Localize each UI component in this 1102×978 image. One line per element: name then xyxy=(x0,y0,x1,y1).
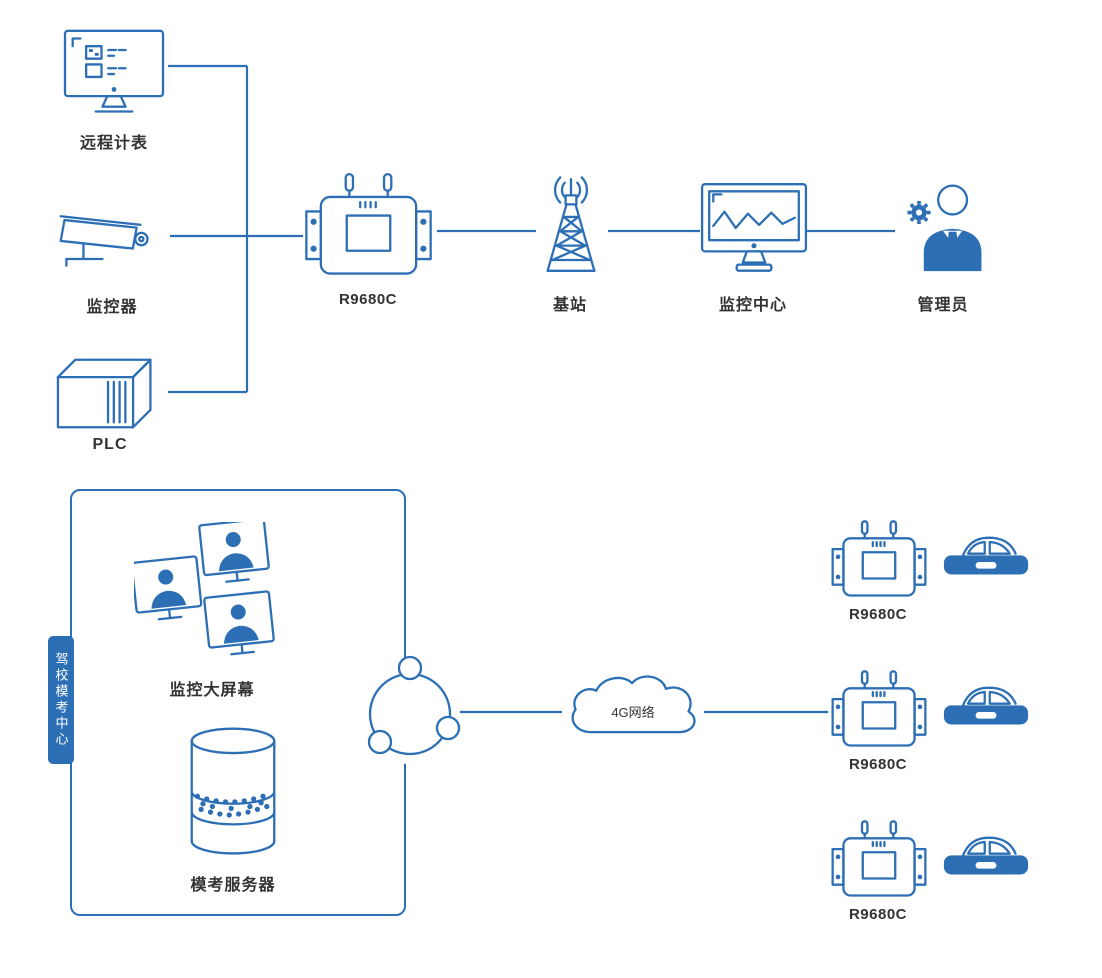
vehicle-router-icon-1 xyxy=(828,518,930,605)
base-station-label: 基站 xyxy=(552,297,587,314)
network-node-icon xyxy=(358,642,462,772)
monitoring-center-label: 监控中心 xyxy=(718,297,787,314)
vehicle-router-icon-2 xyxy=(828,668,930,755)
camera-label: 监控器 xyxy=(86,299,138,316)
router-label: R9680C xyxy=(338,291,398,308)
car-icon-3 xyxy=(938,827,1034,887)
monitor-wall-label: 监控大屏幕 xyxy=(169,682,255,699)
monitoring-center-icon xyxy=(698,180,810,282)
unit-label-2: R9680C xyxy=(848,756,908,773)
cloud-label: 4G网络 xyxy=(611,705,655,720)
car-icon-2 xyxy=(938,677,1034,737)
base-station-icon xyxy=(534,172,608,278)
remote-meter-icon xyxy=(60,26,168,124)
monitor-wall-icon xyxy=(134,522,284,662)
unit-label-3: R9680C xyxy=(848,906,908,923)
admin-label: 管理员 xyxy=(917,297,969,314)
exam-server-icon xyxy=(186,724,280,860)
remote-meter-label: 远程计表 xyxy=(79,135,148,152)
exam-server-label: 模考服务器 xyxy=(190,877,276,894)
cloud-icon xyxy=(562,670,704,750)
router-icon xyxy=(300,170,437,286)
admin-icon xyxy=(895,176,991,274)
plc-icon xyxy=(52,354,166,433)
exam-center-tab: 驾校模考中心 xyxy=(48,636,74,764)
camera-icon xyxy=(55,198,167,282)
vehicle-router-icon-3 xyxy=(828,818,930,905)
car-icon-1 xyxy=(938,527,1034,587)
plc-label: PLC xyxy=(92,436,128,453)
unit-label-1: R9680C xyxy=(848,606,908,623)
